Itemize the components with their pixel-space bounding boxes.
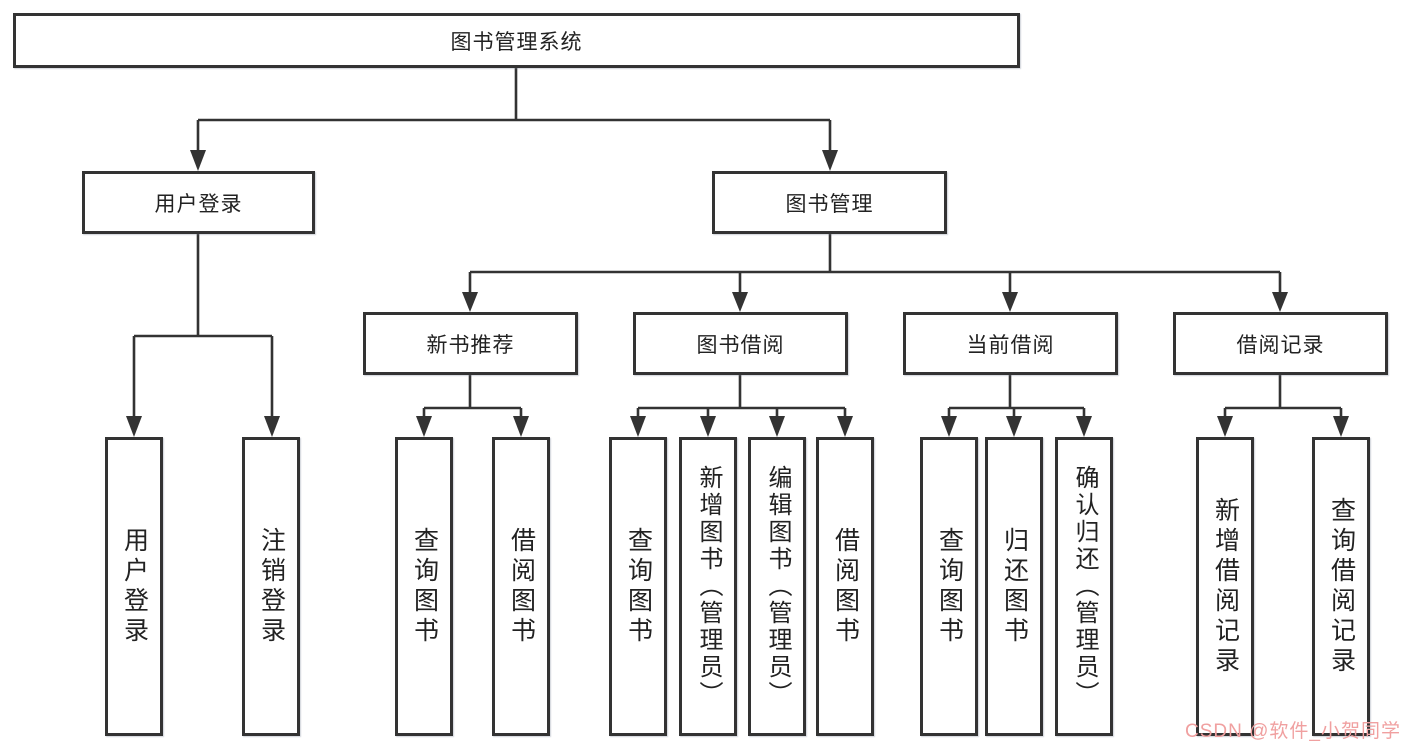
leaf-borrow-books-label: 借阅图书 — [831, 526, 860, 647]
leaf-logout: 注销登录 — [242, 437, 300, 736]
leaf-edit-books-admin-label: 编辑图书（管理员） — [764, 465, 791, 708]
node-borrow-records: 借阅记录 — [1173, 312, 1388, 375]
node-user-login-label: 用户登录 — [154, 192, 243, 216]
leaf-user-login: 用户登录 — [105, 437, 163, 736]
leaf-borrow-query-books-label: 查询图书 — [624, 526, 653, 647]
node-root-label: 图书管理系统 — [450, 30, 583, 54]
node-borrow-records-label: 借阅记录 — [1236, 333, 1325, 357]
leaf-confirm-return-admin: 确认归还（管理员） — [1055, 437, 1113, 736]
leaf-borrow-query-books: 查询图书 — [609, 437, 667, 736]
leaf-query-borrow-record: 查询借阅记录 — [1312, 437, 1370, 736]
csdn-watermark: CSDN @软件_小贺同学 — [1185, 721, 1401, 742]
arrowhead-icons — [126, 150, 1349, 437]
node-new-book-recommend: 新书推荐 — [363, 312, 578, 375]
node-book-management: 图书管理 — [712, 171, 947, 234]
node-book-borrow: 图书借阅 — [633, 312, 848, 375]
leaf-current-query-books: 查询图书 — [920, 437, 978, 736]
node-current-borrow-label: 当前借阅 — [966, 333, 1055, 357]
leaf-recommend-query-books-label: 查询图书 — [410, 526, 439, 647]
leaf-user-login-label: 用户登录 — [120, 526, 149, 647]
leaf-recommend-borrow-books-label: 借阅图书 — [507, 526, 536, 647]
leaf-recommend-borrow-books: 借阅图书 — [492, 437, 550, 736]
leaf-borrow-books: 借阅图书 — [816, 437, 874, 736]
node-book-borrow-label: 图书借阅 — [696, 333, 785, 357]
leaf-logout-label: 注销登录 — [257, 526, 286, 647]
leaf-add-borrow-record: 新增借阅记录 — [1196, 437, 1254, 736]
node-new-book-recommend-label: 新书推荐 — [426, 333, 515, 357]
node-book-management-label: 图书管理 — [785, 192, 874, 216]
leaf-add-books-admin: 新增图书（管理员） — [679, 437, 737, 736]
leaf-recommend-query-books: 查询图书 — [395, 437, 453, 736]
leaf-add-borrow-record-label: 新增借阅记录 — [1211, 496, 1240, 677]
leaf-edit-books-admin: 编辑图书（管理员） — [748, 437, 806, 736]
node-root-system: 图书管理系统 — [13, 13, 1020, 68]
leaf-return-books: 归还图书 — [985, 437, 1043, 736]
leaf-add-books-admin-label: 新增图书（管理员） — [695, 465, 722, 708]
leaf-query-borrow-record-label: 查询借阅记录 — [1327, 496, 1356, 677]
leaf-confirm-return-admin-label: 确认归还（管理员） — [1071, 465, 1098, 708]
leaf-return-books-label: 归还图书 — [1000, 526, 1029, 647]
leaf-current-query-books-label: 查询图书 — [935, 526, 964, 647]
node-current-borrow: 当前借阅 — [903, 312, 1118, 375]
node-user-login: 用户登录 — [82, 171, 315, 234]
